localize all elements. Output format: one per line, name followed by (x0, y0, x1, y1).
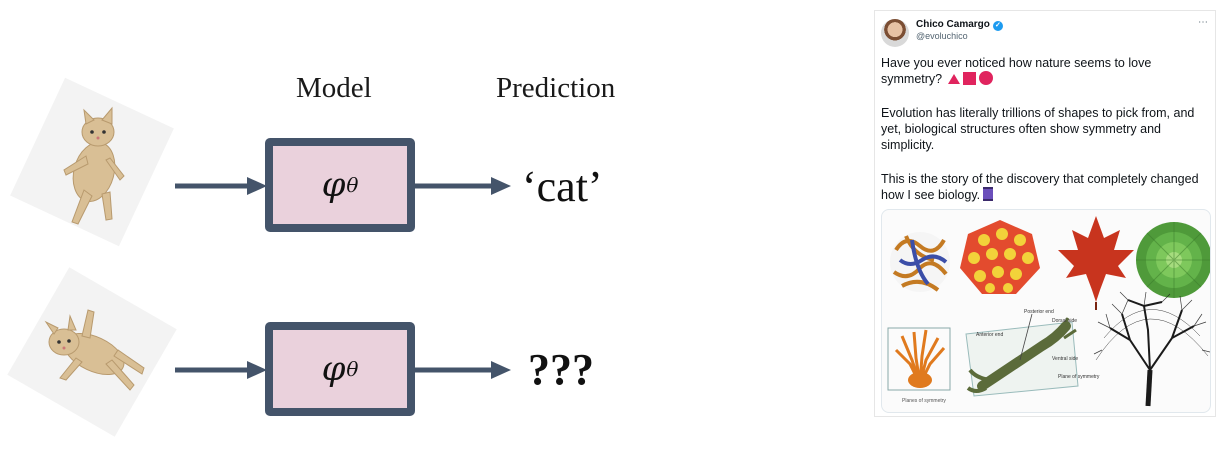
prediction-row2: ??? (528, 345, 594, 394)
prediction-row1: ‘cat’ (522, 162, 603, 211)
input-arrow-row2 (175, 361, 267, 379)
crayfish-illustration: Posterior end Dorsal side Anterior end V… (965, 309, 1100, 397)
input-arrow-row1 (175, 177, 267, 195)
model-subscript-row1: θ (346, 173, 359, 197)
tweet-handle[interactable]: @evoluchico (916, 31, 968, 41)
ventral-side-label: Ventral side (1052, 356, 1078, 362)
output-arrow-row1 (413, 177, 511, 195)
thread-spool-icon (983, 187, 994, 201)
maple-leaf-illustration (1058, 216, 1134, 310)
verified-icon: ✓ (992, 21, 1003, 31)
tweet-paragraph-3-text: This is the story of the discovery that … (881, 172, 1199, 202)
anterior-end-label: Anterior end (976, 332, 1003, 338)
virus-capsid-illustration (960, 220, 1040, 294)
model-symbol-row1: φ (321, 165, 346, 205)
cat-image-rotated (2, 262, 182, 447)
tweet-image[interactable]: Planes of symmetry Posterior end Dorsal … (881, 209, 1211, 413)
more-options-icon[interactable]: ⋯ (1198, 17, 1209, 28)
tweet-card[interactable]: Chico Camargo✓ @evoluchico ⋯ Have you ev… (874, 10, 1216, 417)
red-square-icon (962, 72, 976, 85)
tweet-author-name: Chico Camargo (916, 19, 990, 30)
red-triangle-icon (947, 74, 960, 84)
plane-of-symmetry-label: Plane of symmetry (1058, 374, 1100, 380)
model-subscript-row2: θ (346, 357, 359, 381)
tweet-paragraph-3: This is the story of the discovery that … (881, 171, 1206, 203)
output-arrow-row2 (413, 361, 511, 379)
protein-structure-illustration (890, 232, 950, 292)
red-circle-icon (978, 71, 993, 85)
cat-image-upright (2, 72, 182, 257)
tree-illustration (1093, 291, 1210, 407)
model-symbol-row2: φ (321, 349, 346, 389)
sea-anemone-illustration: Planes of symmetry (887, 327, 951, 404)
posterior-end-label: Posterior end (1024, 309, 1054, 315)
model-heading: Model (296, 72, 372, 104)
succulent-illustration (1136, 222, 1210, 298)
tweet-author[interactable]: Chico Camargo✓ (916, 19, 1003, 31)
dorsal-side-label: Dorsal side (1052, 318, 1077, 324)
avatar[interactable] (881, 19, 909, 47)
tweet-paragraph-1-text: Have you ever noticed how nature seems t… (881, 56, 1152, 86)
planes-of-symmetry-label: Planes of symmetry (902, 398, 946, 404)
tweet-paragraph-2: Evolution has literally trillions of sha… (881, 106, 1195, 152)
tweet-paragraph-1: Have you ever noticed how nature seems t… (881, 55, 1206, 87)
prediction-heading: Prediction (496, 72, 616, 104)
